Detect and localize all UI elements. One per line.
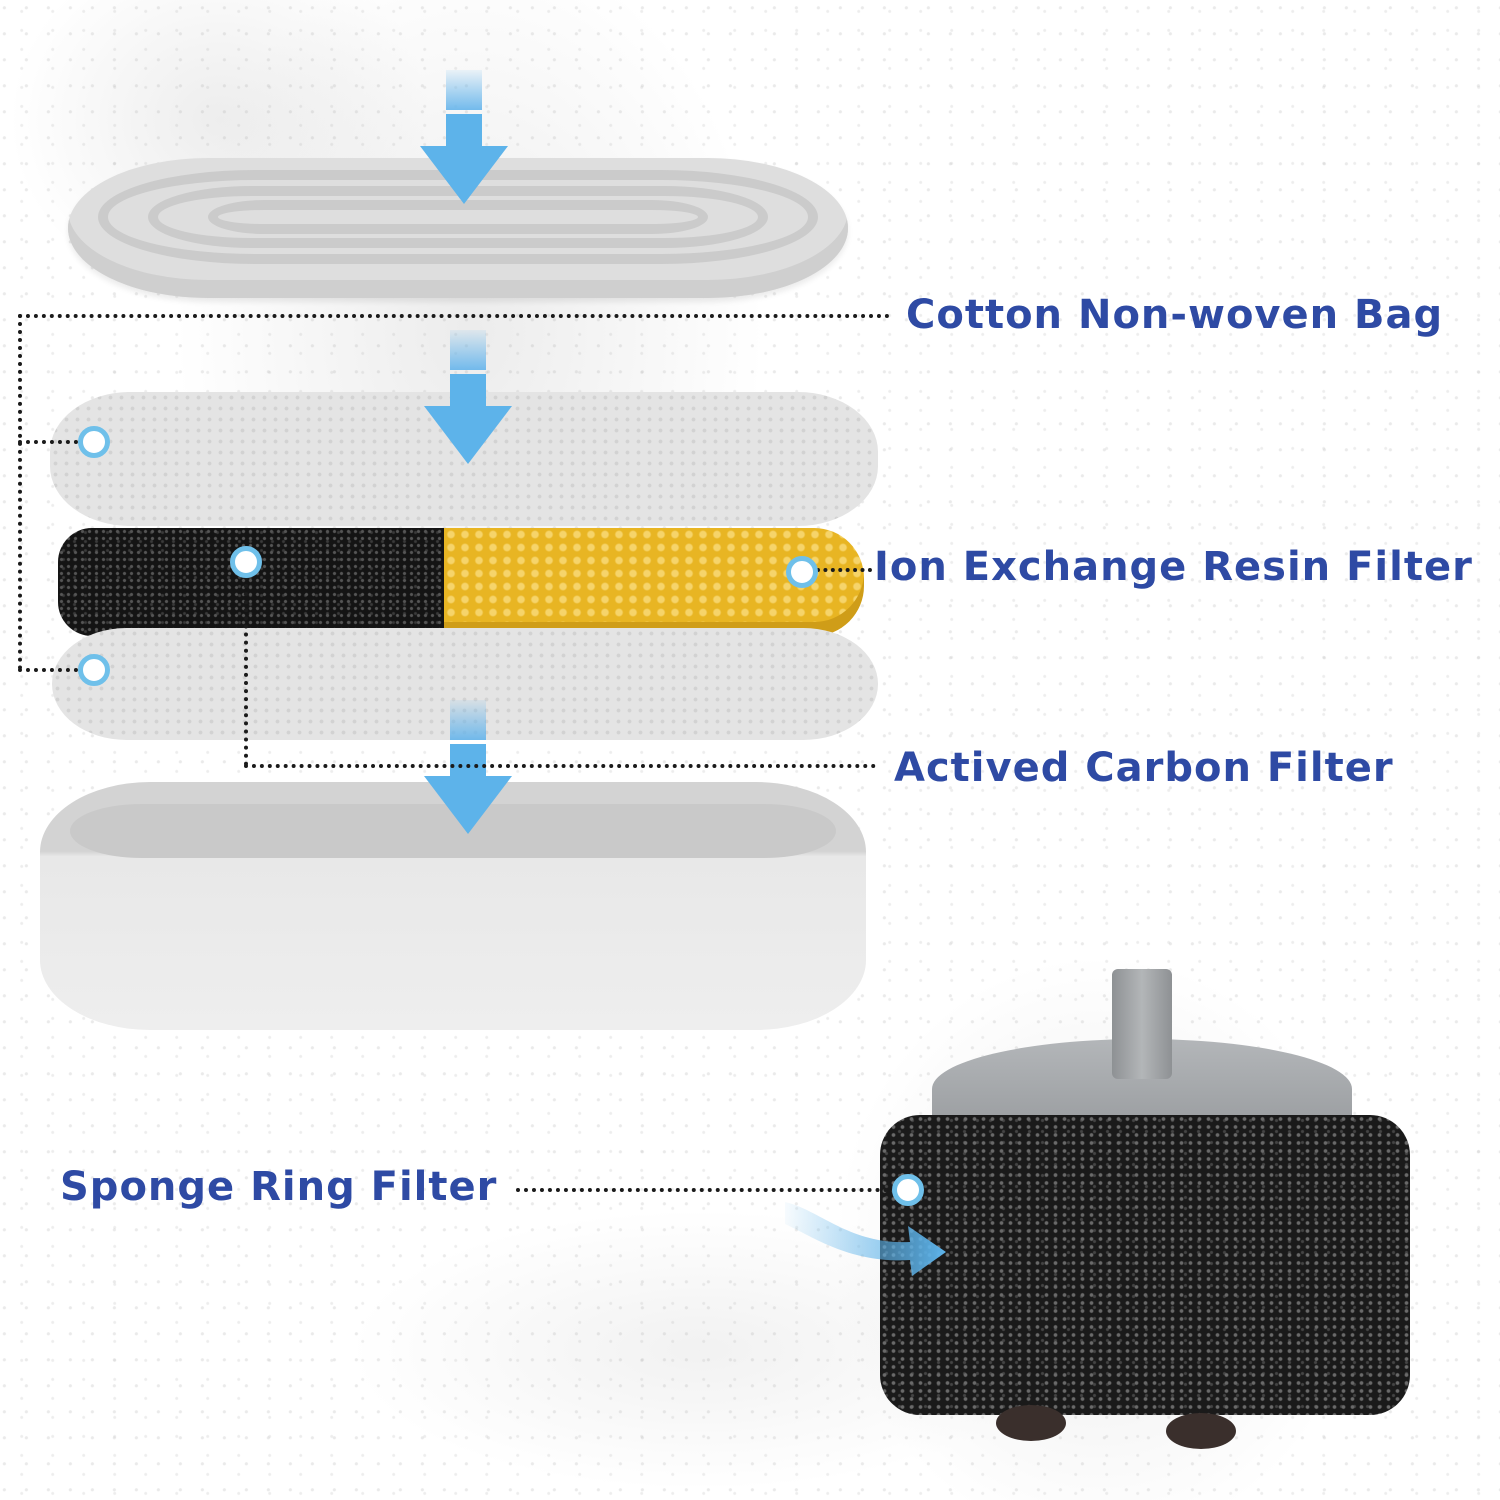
sponge-ring [880,1115,1410,1415]
suction-foot [996,1405,1066,1441]
leader-line-cotton-upper [18,440,78,444]
leader-line-cotton-vertical [18,314,22,670]
flow-arrow-3-down-icon [418,700,518,834]
label-actived-carbon-filter: Actived Carbon Filter [894,745,1394,791]
top-cover [68,158,848,298]
leader-line-resin [816,568,872,572]
label-cotton-non-woven-bag: Cotton Non-woven Bag [906,292,1444,338]
pump-nozzle [1112,969,1172,1079]
flow-arrow-4-curved-icon [785,1202,946,1276]
label-ion-exchange-resin-filter: Ion Exchange Resin Filter [874,544,1473,590]
marker-carbon [230,546,262,578]
leader-line-cotton-lower [18,668,78,672]
leader-line-carbon-vertical [244,576,248,766]
marker-cotton-lower [78,654,110,686]
marker-resin [786,556,818,588]
marker-cotton-upper [78,426,110,458]
cover-groove [208,200,708,234]
label-sponge-ring-filter: Sponge Ring Filter [60,1164,498,1210]
leader-line-sponge [516,1188,896,1192]
flow-arrow-1-down-icon [414,70,514,204]
activated-carbon-layer [58,528,444,636]
suction-foot [1166,1413,1236,1449]
marker-sponge [892,1174,924,1206]
leader-line-carbon [244,764,876,768]
pump-with-sponge [876,965,1436,1485]
flow-arrow-2-down-icon [418,330,518,464]
leader-line-cotton [18,314,890,318]
